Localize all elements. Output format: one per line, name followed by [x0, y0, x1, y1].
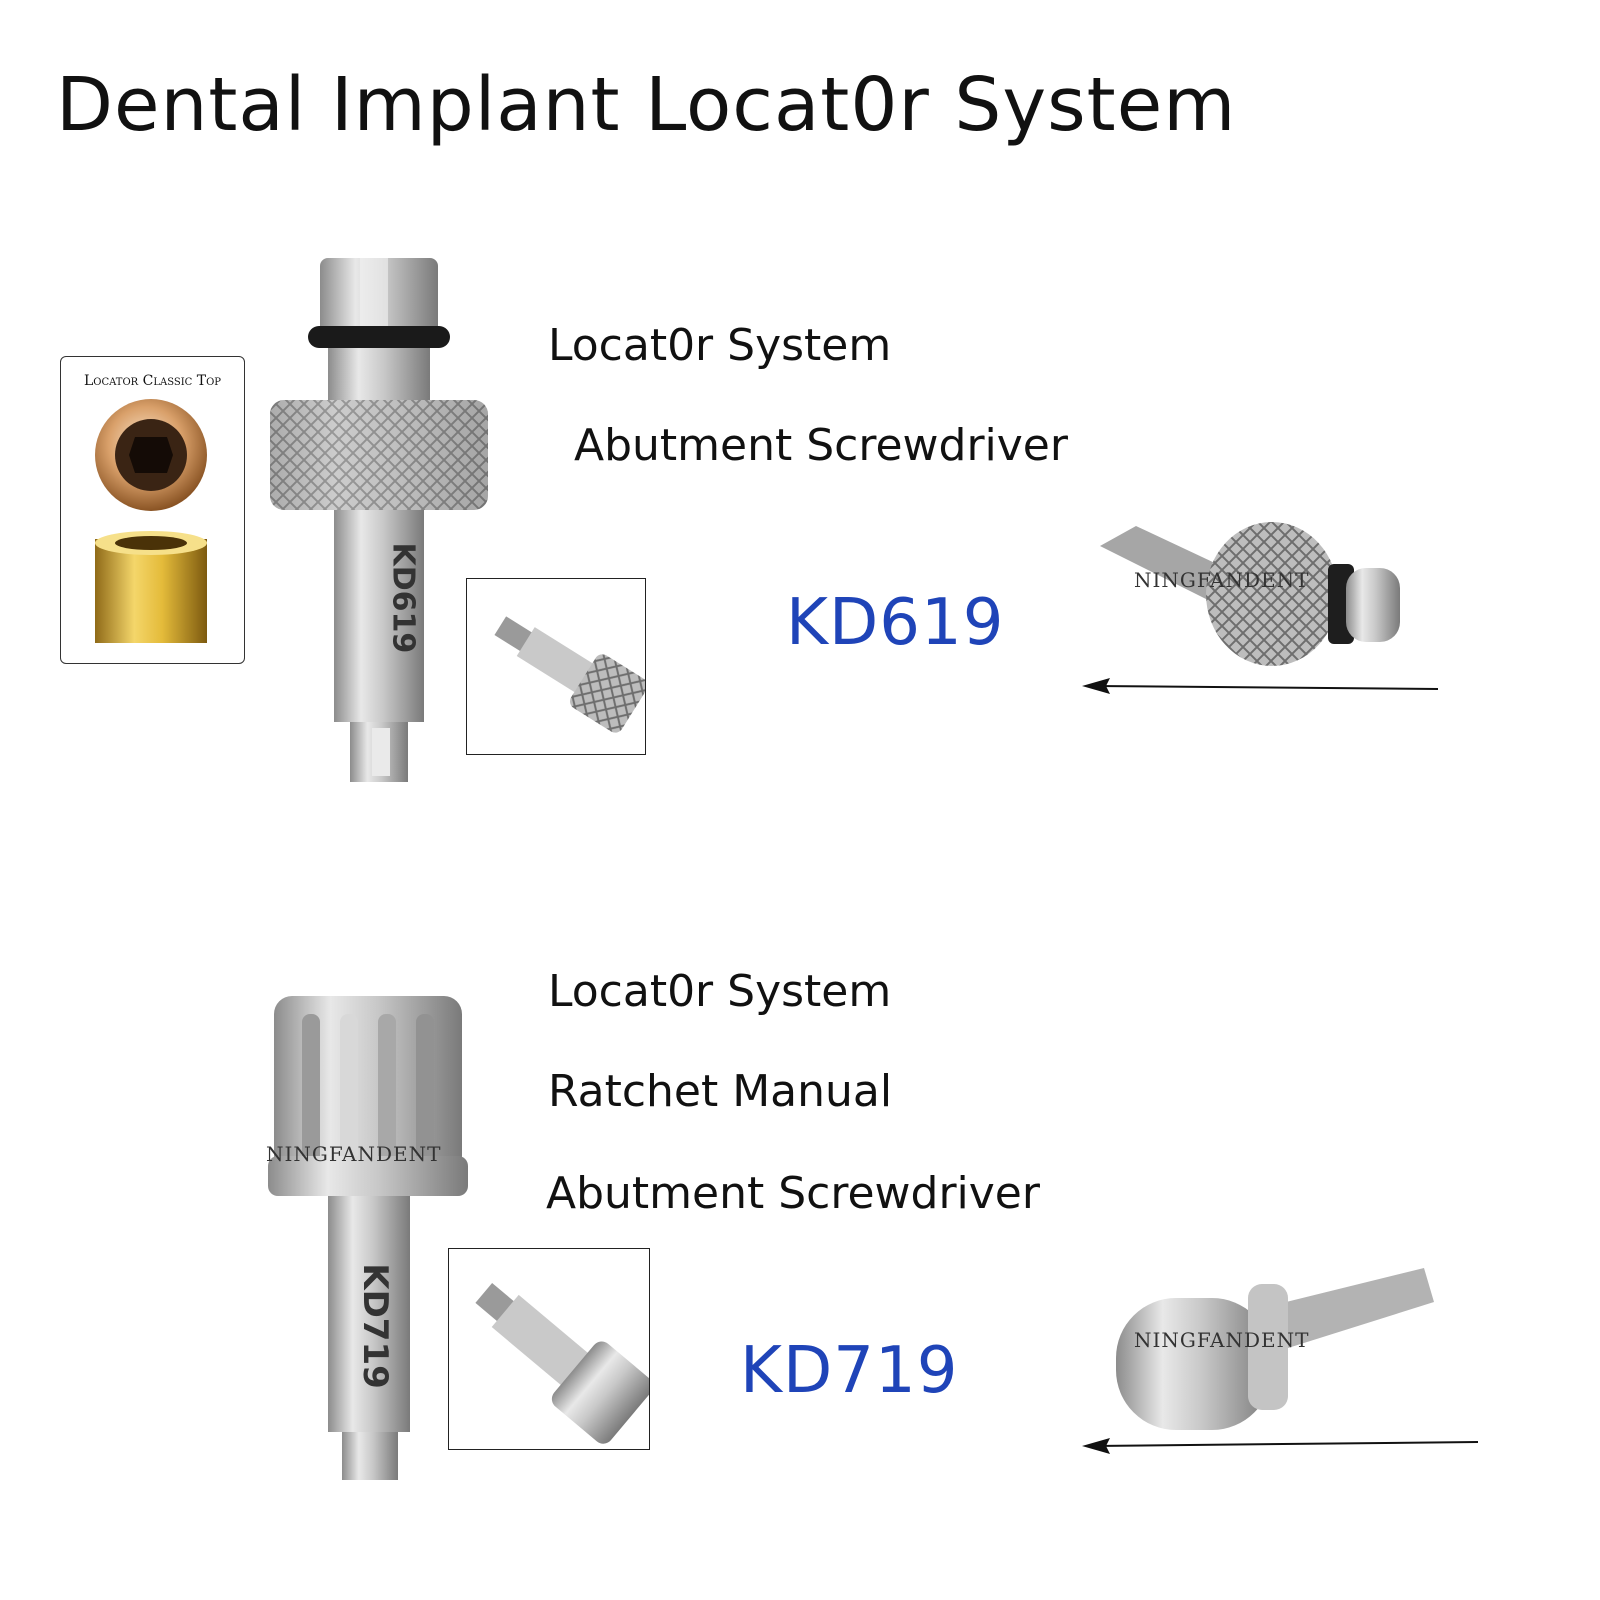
p2-line-1: Locat0r System	[548, 966, 892, 1017]
side-view-kd719-image	[1116, 1268, 1434, 1430]
watermark-3: NINGFANDENT	[1134, 1328, 1310, 1352]
detail-image-kd719	[475, 1282, 649, 1444]
arrow-left-icon	[1082, 678, 1439, 694]
locator-classic-top-card: Locator Classic Top	[60, 356, 245, 664]
detail-inset-kd719	[448, 1248, 650, 1450]
kd719-engraving: KD719	[355, 1263, 395, 1389]
p2-product-code: KD719	[740, 1334, 959, 1408]
p1-line-2: Abutment Screwdriver	[574, 420, 1068, 471]
side-view-kd619-image	[1100, 522, 1400, 666]
screwdriver-kd619-image	[270, 258, 488, 782]
watermark-1: NINGFANDENT	[1134, 568, 1310, 592]
arrow-left-icon-2	[1082, 1438, 1479, 1454]
p1-product-code: KD619	[786, 586, 1005, 660]
detail-inset-kd619	[466, 578, 646, 755]
card-title: Locator Classic Top	[83, 373, 222, 389]
detail-image-kd619	[494, 616, 645, 733]
p2-line-2: Ratchet Manual	[548, 1066, 893, 1117]
watermark-2: NINGFANDENT	[266, 1142, 442, 1166]
p1-line-1: Locat0r System	[548, 320, 892, 371]
page-title: Dental Implant Locat0r System	[56, 62, 1237, 148]
p2-line-3: Abutment Screwdriver	[546, 1168, 1040, 1219]
screwdriver-kd719-image	[268, 996, 468, 1480]
kd619-engraving: KD619	[385, 542, 421, 654]
locator-top-image	[95, 399, 207, 643]
